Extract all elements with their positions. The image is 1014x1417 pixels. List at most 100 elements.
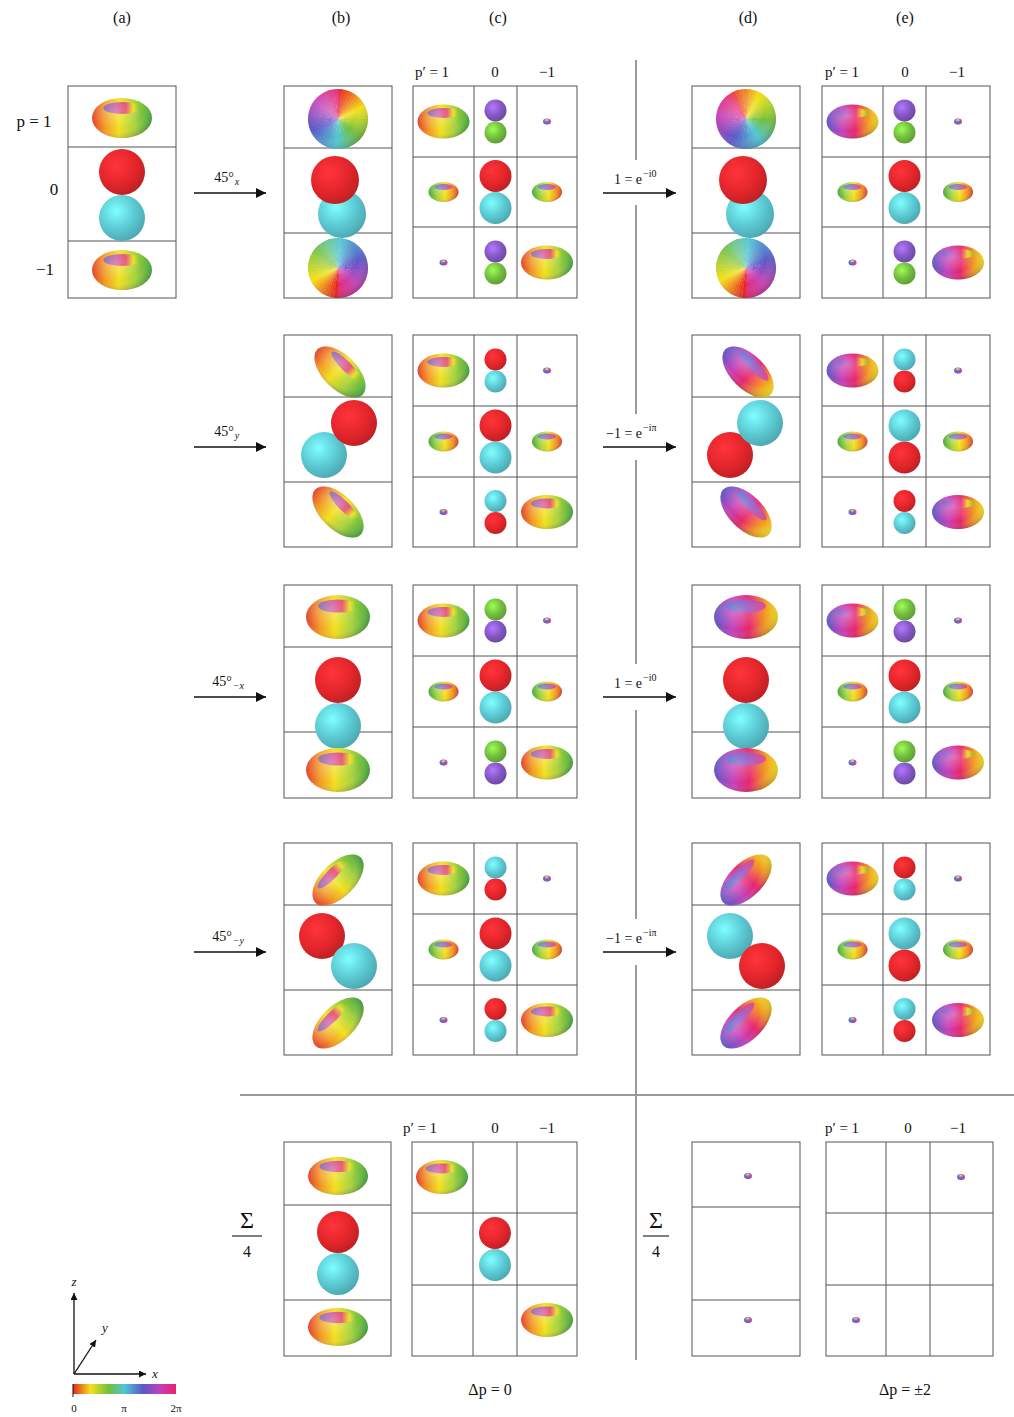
orbital-lobe [480, 442, 512, 474]
torus-body [306, 748, 370, 792]
torus-shade [308, 1308, 368, 1346]
phase-exponent: −iπ [643, 927, 656, 938]
axis-arrow [74, 1373, 146, 1374]
torus-shade [418, 604, 470, 638]
torus-shade [521, 1003, 573, 1037]
orbital-lobe [723, 657, 769, 703]
torus-shade [943, 682, 973, 702]
panel-frame [692, 86, 800, 298]
rotation-arrow [194, 192, 266, 194]
cell-divider [692, 1300, 800, 1301]
cell-divider [926, 335, 927, 547]
cell-divider [517, 1142, 518, 1356]
phase-arrow [603, 446, 676, 448]
torus-body [521, 246, 573, 280]
orbital-torus [429, 432, 459, 452]
cell-divider [474, 86, 475, 298]
torus-body [954, 368, 962, 374]
cell-divider [517, 86, 518, 298]
panel-letter: (b) [332, 9, 351, 27]
disc-shade [716, 238, 776, 298]
cell-divider [284, 1205, 391, 1206]
orbital-torus [711, 477, 780, 546]
rotation-arrow [194, 446, 266, 448]
orbital-lobe [485, 741, 507, 763]
torus-shade [849, 1017, 857, 1023]
torus-body [943, 432, 973, 452]
torus-body [440, 1017, 448, 1023]
torus-shade [838, 432, 868, 452]
orbital-lobe [485, 100, 507, 122]
orbital-torus [954, 368, 962, 374]
orbital-torus [521, 495, 573, 529]
cell-divider [822, 406, 990, 407]
orbital-torus [440, 1017, 448, 1023]
orbital-torus [943, 432, 973, 452]
torus-body [711, 988, 780, 1057]
torus-body [418, 105, 470, 139]
cell-divider [883, 843, 884, 1055]
orbital-torus [943, 182, 973, 202]
cell-divider [883, 86, 884, 298]
cell-divider [886, 1142, 887, 1356]
torus-body [838, 940, 868, 960]
torus-shade [932, 746, 984, 780]
torus-shade [418, 862, 470, 896]
column-header: p′ = 1 [825, 1120, 859, 1137]
orbital-lobe [99, 149, 145, 195]
cell-divider [883, 585, 884, 798]
vortex-disc [308, 89, 368, 149]
separator-line [635, 205, 637, 414]
orbital-lobe [480, 692, 512, 724]
panel-frame [284, 335, 392, 547]
orbital-torus [532, 182, 562, 202]
orbital-lobe [485, 263, 507, 285]
colorbar-tick-label: π [121, 1402, 127, 1414]
torus-shade [954, 119, 962, 125]
rotation-arrow [194, 696, 266, 698]
orbital-torus [932, 1003, 984, 1037]
orbital-torus [440, 760, 448, 766]
illustration [68, 60, 1014, 1397]
separator-line [635, 460, 637, 664]
column-header: 0 [491, 1120, 499, 1137]
axis-label: z [71, 1275, 76, 1289]
selection-rule: Δp = ±2 [879, 1381, 931, 1399]
orbital-torus [429, 940, 459, 960]
orbital-lobe [894, 241, 916, 263]
torus-shade [932, 495, 984, 529]
torus-body [305, 337, 374, 406]
orbital-torus [306, 595, 370, 639]
phase-label: −1 = e [606, 426, 642, 441]
torus-shade [521, 246, 573, 280]
phase-label: 1 = e [614, 676, 642, 691]
torus-shade [714, 748, 778, 792]
torus-shade [532, 940, 562, 960]
torus-body [429, 682, 459, 702]
column-header: −1 [539, 64, 555, 81]
orbital-torus [543, 618, 551, 624]
axis-arrow [74, 1340, 96, 1374]
orbital-torus [305, 337, 374, 406]
torus-shade [827, 354, 879, 388]
torus-shade [954, 368, 962, 374]
orbital-lobe [723, 703, 769, 749]
orbital-lobe [894, 998, 916, 1020]
torus-body [932, 746, 984, 780]
orbital-lobe [894, 100, 916, 122]
torus-shade [838, 940, 868, 960]
orbital-torus [932, 746, 984, 780]
orbital-torus [827, 105, 879, 139]
colorbar-tick-label: 0 [71, 1402, 77, 1414]
torus-body [849, 260, 857, 266]
cell-divider [883, 335, 884, 547]
sum-denominator: 4 [652, 1243, 660, 1261]
orbital-lobe [894, 122, 916, 144]
orbital-torus [532, 682, 562, 702]
rotation-label: 45° [214, 424, 234, 439]
torus-body [418, 354, 470, 388]
panel-frame [822, 843, 990, 1055]
cell-divider [926, 585, 927, 798]
panel-frame [413, 86, 577, 298]
